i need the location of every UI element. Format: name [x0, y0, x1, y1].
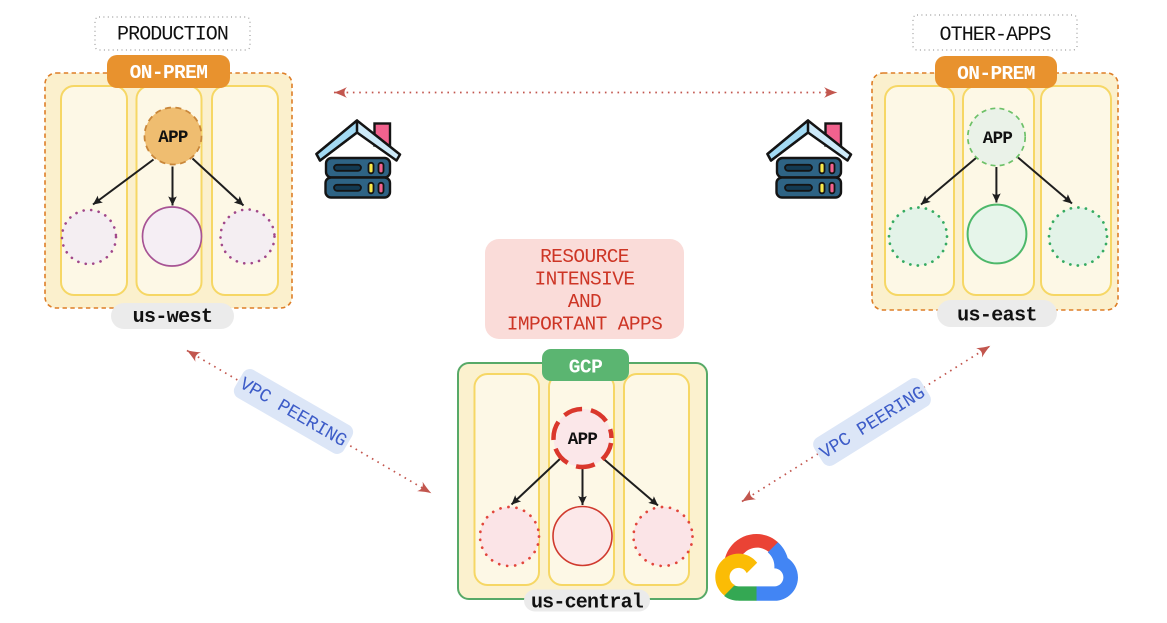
svg-text:RESOURCE: RESOURCE — [540, 246, 629, 268]
svg-text:APP: APP — [568, 430, 598, 450]
svg-text:AND: AND — [568, 291, 601, 313]
svg-text:APP: APP — [158, 128, 188, 148]
svg-text:GCP: GCP — [569, 356, 603, 378]
svg-text:us-central: us-central — [531, 592, 644, 615]
svg-text:OTHER-APPS: OTHER-APPS — [939, 24, 1051, 47]
svg-text:INTENSIVE: INTENSIVE — [535, 269, 635, 291]
svg-text:IMPORTANT APPS: IMPORTANT APPS — [507, 314, 662, 336]
svg-text:us-east: us-east — [957, 305, 1037, 328]
svg-text:us-west: us-west — [133, 306, 213, 329]
svg-text:APP: APP — [983, 129, 1013, 149]
svg-text:ON-PREM: ON-PREM — [130, 62, 208, 84]
svg-text:PRODUCTION: PRODUCTION — [117, 24, 228, 47]
svg-text:ON-PREM: ON-PREM — [957, 63, 1035, 85]
